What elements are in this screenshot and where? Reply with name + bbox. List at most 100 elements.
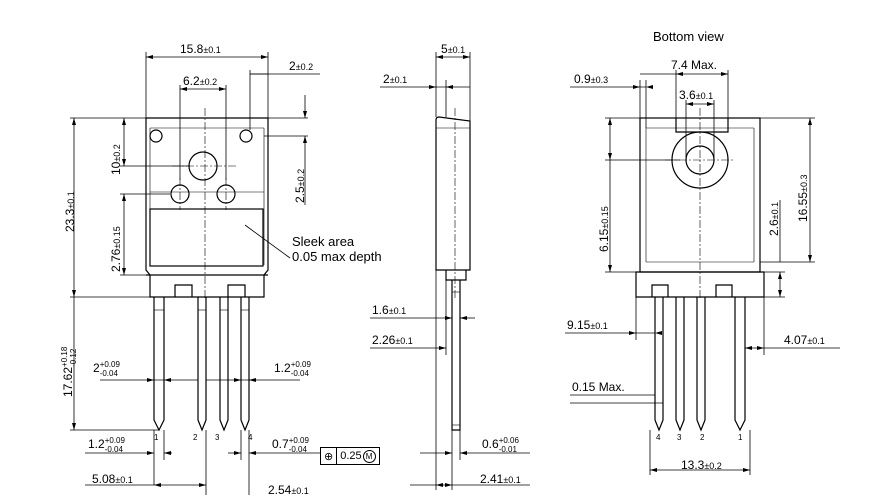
dim-17-62: 17.62+0.18-0.12 bbox=[60, 347, 78, 397]
dim-1-2-bottom-val: 1.2 bbox=[88, 437, 105, 452]
bottom-view-title: Bottom view bbox=[653, 29, 724, 44]
dim-1-2-right-up: +0.09 bbox=[290, 360, 311, 369]
dim-9-15-val: 9.15 bbox=[567, 318, 591, 332]
dim-0-9-val: 0.9 bbox=[574, 72, 591, 86]
dim-6-15: 6.15±0.15 bbox=[597, 206, 611, 252]
dim-2-side-val: 2 bbox=[383, 72, 390, 86]
bottom-view bbox=[565, 70, 840, 475]
dim-6-2-tol: ±0.2 bbox=[199, 77, 218, 87]
dim-1-6-val: 1.6 bbox=[372, 303, 389, 317]
dim-2-54-tol: ±0.1 bbox=[291, 486, 309, 496]
dim-16-55-tol: ±0.3 bbox=[799, 174, 809, 192]
dim-2-26: 2.26±0.1 bbox=[372, 334, 413, 346]
dim-0-7: 0.7+0.09-0.04 bbox=[272, 436, 309, 454]
dim-2-26-tol: ±0.1 bbox=[395, 336, 413, 346]
dim-13-3: 13.3±0.2 bbox=[681, 459, 722, 471]
dim-23-3-tol: ±0.1 bbox=[66, 191, 76, 209]
dim-6-2-val: 6.2 bbox=[183, 74, 200, 88]
dim-23-3-val: 23.3 bbox=[63, 208, 77, 232]
dim-2-pin: 2+0.09-0.04 bbox=[93, 360, 120, 378]
dim-2-5: 2.5±0.2 bbox=[293, 168, 307, 203]
dim-5-08: 5.08±0.1 bbox=[92, 473, 133, 485]
dim-23-3: 23.3±0.1 bbox=[63, 191, 77, 232]
dim-4-07: 4.07±0.1 bbox=[784, 334, 825, 346]
dim-7-4-max: 7.4 Max. bbox=[671, 59, 717, 71]
dim-0-7-val: 0.7 bbox=[272, 437, 289, 452]
dim-2-41-val: 2.41 bbox=[480, 472, 504, 486]
dim-4-07-tol: ±0.1 bbox=[807, 336, 825, 346]
dim-10-tol: ±0.2 bbox=[112, 144, 122, 162]
bottom-pin-3: 3 bbox=[677, 433, 682, 442]
dim-2-41-tol: ±0.1 bbox=[503, 475, 521, 485]
dim-5-side-val: 5 bbox=[441, 42, 448, 56]
dim-0-7-up: +0.09 bbox=[288, 436, 309, 445]
dim-4-07-val: 4.07 bbox=[784, 333, 808, 347]
dim-10-val: 10 bbox=[109, 161, 123, 175]
dim-1-2-right-lo: -0.04 bbox=[290, 369, 309, 378]
dim-2-side: 2±0.1 bbox=[383, 73, 407, 85]
bottom-pin-1: 1 bbox=[738, 433, 743, 442]
dim-2-top: 2±0.2 bbox=[289, 60, 313, 72]
dim-15-8-tol: ±0.1 bbox=[203, 45, 221, 55]
dim-2-pin-up: +0.09 bbox=[99, 360, 120, 369]
dim-0-6-lo: -0.01 bbox=[498, 445, 517, 454]
dim-2-5-val: 2.5 bbox=[293, 186, 307, 203]
dim-2-54-val: 2.54 bbox=[268, 483, 292, 497]
front-pin-1: 1 bbox=[154, 433, 159, 442]
dim-2-76-val: 2.76 bbox=[109, 248, 123, 272]
dim-1-2-bottom-lo: -0.04 bbox=[104, 445, 123, 454]
dim-5-08-val: 5.08 bbox=[92, 472, 116, 486]
dim-0-6-up: +0.06 bbox=[498, 436, 519, 445]
dim-17-62-lo: -0.12 bbox=[69, 348, 78, 367]
front-pin-3: 3 bbox=[215, 433, 220, 442]
dim-2-26-val: 2.26 bbox=[372, 333, 396, 347]
mmc-modifier-icon: M bbox=[362, 449, 376, 463]
dim-1-6-tol: ±0.1 bbox=[388, 306, 407, 316]
dim-1-6: 1.6±0.1 bbox=[372, 304, 406, 316]
sleek-area-line1: Sleek area bbox=[292, 234, 355, 249]
dim-2-54: 2.54±0.1 bbox=[268, 484, 309, 496]
dim-2-pin-val: 2 bbox=[93, 361, 100, 376]
dim-2-6-val: 2.6 bbox=[767, 219, 781, 236]
dim-13-3-val: 13.3 bbox=[681, 458, 705, 472]
dim-2-6: 2.6±0.1 bbox=[767, 201, 781, 236]
sleek-area-note: Sleek area 0.05 max depth bbox=[292, 234, 382, 264]
dim-17-62-val: 17.62 bbox=[61, 366, 76, 397]
dim-7-4-max-val: 7.4 Max. bbox=[671, 58, 718, 72]
dim-0-6-val: 0.6 bbox=[482, 437, 499, 452]
dim-0-6: 0.6+0.06-0.01 bbox=[482, 436, 519, 454]
dim-13-3-tol: ±0.2 bbox=[704, 461, 722, 471]
dim-2-76: 2.76±0.15 bbox=[109, 226, 123, 272]
dim-2-41: 2.41±0.1 bbox=[480, 473, 521, 485]
dim-1-2-bottom-up: +0.09 bbox=[104, 436, 125, 445]
dim-2-5-tol: ±0.2 bbox=[296, 168, 306, 187]
dim-2-top-val: 2 bbox=[289, 59, 296, 73]
dim-10: 10±0.2 bbox=[109, 144, 123, 175]
dim-16-55: 16.55±0.3 bbox=[796, 174, 810, 222]
dim-0-15-max-val: 0.15 Max. bbox=[572, 380, 625, 394]
dim-1-2-right: 1.2+0.09-0.04 bbox=[274, 360, 311, 378]
dim-0-15-max: 0.15 Max. bbox=[572, 381, 625, 393]
position-tolerance-value: 0.25 bbox=[340, 450, 362, 462]
dim-5-side-tol: ±0.1 bbox=[447, 45, 466, 55]
front-pin-4: 4 bbox=[248, 433, 253, 442]
dim-3-6-val: 3.6 bbox=[679, 88, 696, 102]
dim-2-side-tol: ±0.1 bbox=[389, 75, 408, 85]
dim-17-62-up: +0.18 bbox=[60, 346, 69, 367]
dim-16-55-val: 16.55 bbox=[796, 191, 810, 222]
bottom-pin-4: 4 bbox=[656, 433, 661, 442]
dim-2-pin-lo: -0.04 bbox=[99, 369, 118, 378]
dim-2-6-tol: ±0.1 bbox=[770, 201, 780, 220]
dim-9-15: 9.15±0.1 bbox=[567, 319, 608, 331]
dim-5-08-tol: ±0.1 bbox=[115, 475, 133, 485]
dim-2-76-tol: ±0.15 bbox=[112, 226, 122, 249]
bottom-pin-2: 2 bbox=[700, 433, 705, 442]
dim-1-2-right-val: 1.2 bbox=[274, 361, 291, 376]
dim-2-top-tol: ±0.2 bbox=[295, 62, 314, 72]
dim-6-15-tol: ±0.15 bbox=[600, 206, 610, 229]
dim-0-7-lo: -0.04 bbox=[288, 445, 307, 454]
sleek-area-line2: 0.05 max depth bbox=[292, 249, 382, 264]
